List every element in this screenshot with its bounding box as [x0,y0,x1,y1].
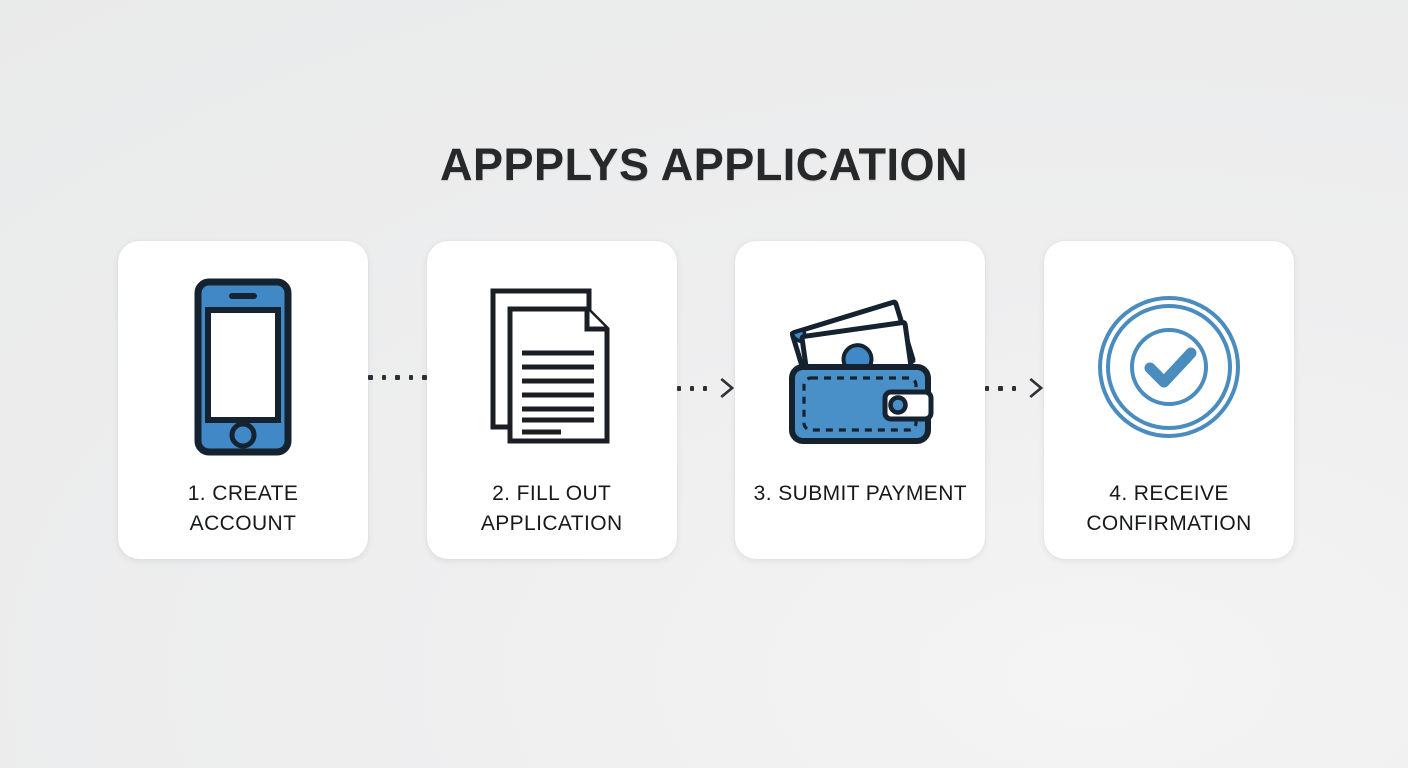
connector-2-3 [676,241,736,559]
step-label-4: 4. RECEIVE CONFIRMATION [1086,482,1252,535]
connector-dot [1011,385,1016,391]
connector-dot [702,385,707,391]
step-card-receive-confirmation[interactable]: 4. RECEIVE CONFIRMATION [1044,241,1295,559]
smartphone-icon-wrap [118,255,368,479]
connector-dot [422,375,427,380]
arrow-right-icon [1029,377,1043,399]
connector-dot [395,375,400,380]
smartphone-icon [194,278,292,456]
connector-dot [998,385,1003,391]
step-label-1: 1. CREATE ACCOUNT [187,482,299,535]
connector-1-2 [368,241,427,559]
wallet-money-icon-wrap [735,255,985,479]
steps-row: 1. CREATE ACCOUNT [118,241,1295,559]
step-card-create-account[interactable]: 1. CREATE ACCOUNT [118,241,368,559]
step-label-3: 3. SUBMIT PAYMENT [753,482,968,505]
step-card-submit-payment[interactable]: 3. SUBMIT PAYMENT [735,241,986,559]
connector-dot [985,385,990,391]
arrow-right-icon [720,377,735,399]
documents-icon [490,288,610,444]
documents-icon-wrap [427,255,677,479]
connector-dot [676,385,681,391]
check-circle-icon-wrap [1044,255,1294,479]
check-circle-icon [1098,296,1241,438]
connector-dot [408,375,414,380]
page-title: APPPLYS APPLICATION [440,139,968,190]
connector-dot [368,375,373,380]
step-card-fill-out-application[interactable]: 2. FILL OUT APPLICATION [426,241,677,559]
step-label-2: 2. FILL OUT APPLICATION [480,482,623,535]
connector-dot [689,385,694,391]
connector-dot [381,375,387,380]
connector-3-4 [985,241,1044,559]
wallet-money-icon [789,299,934,444]
